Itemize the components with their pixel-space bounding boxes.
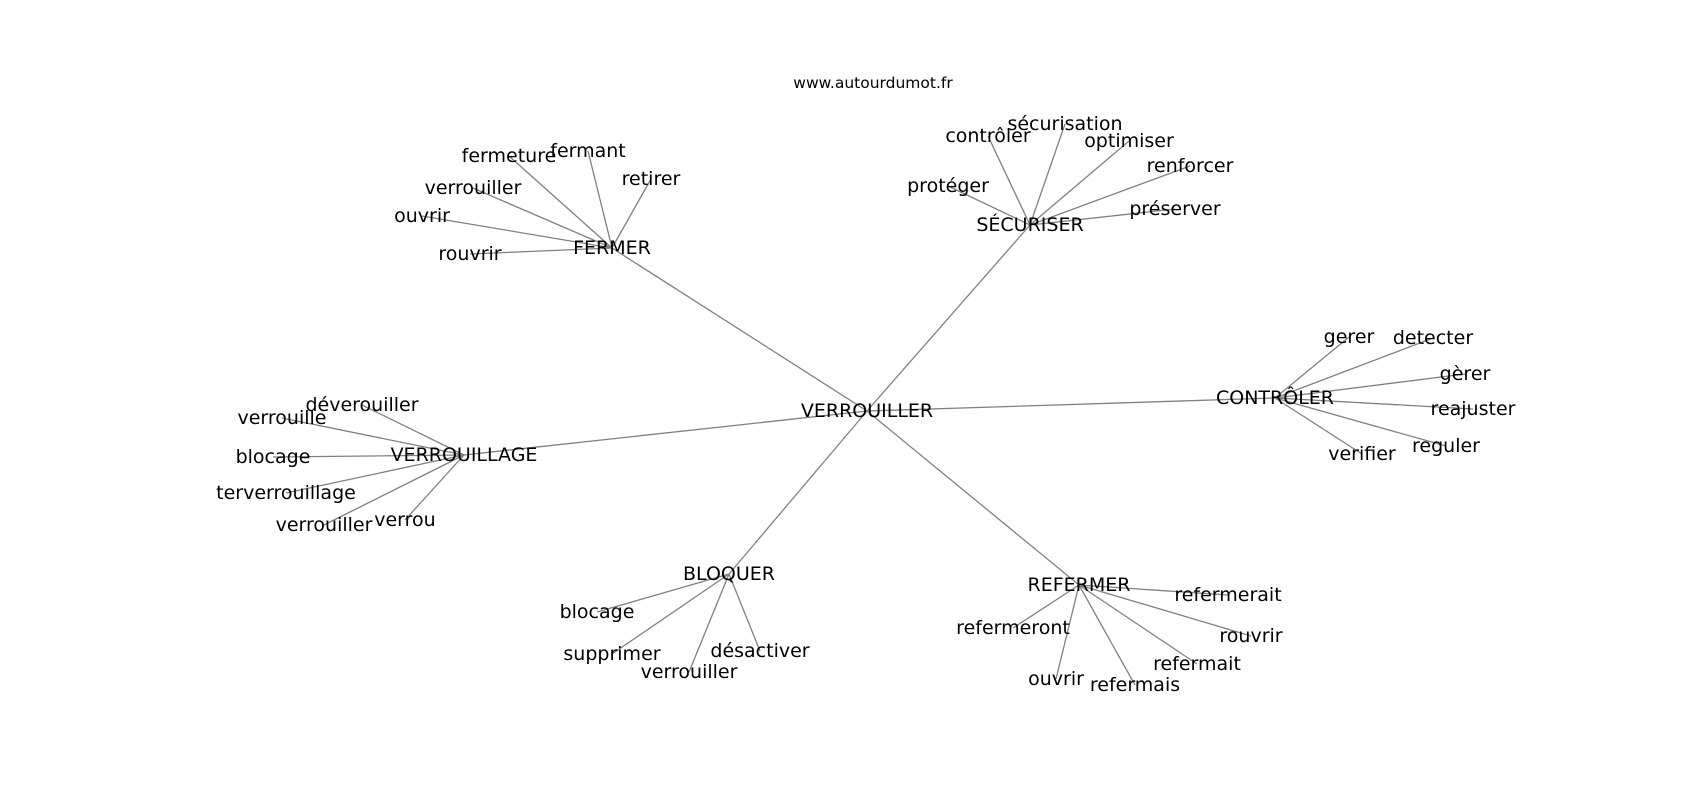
- leaf-node-controler: detecter: [1393, 327, 1473, 349]
- leaf-node-refermer: refermerait: [1174, 584, 1281, 606]
- edge-bloquer-leaf: [728, 573, 761, 652]
- edge-refermer-leaf: [1078, 584, 1252, 637]
- edge-center-controler: [866, 397, 1276, 412]
- edge-fermer-leaf: [472, 187, 613, 249]
- leaf-node-securiser: sécurisation: [1007, 113, 1122, 135]
- leaf-node-verrouillage: déverouiller: [305, 394, 418, 416]
- leaf-node-refermer: refermait: [1153, 653, 1241, 675]
- leaf-node-fermer: rouvrir: [438, 243, 501, 265]
- leaf-node-refermer: rouvrir: [1219, 625, 1282, 647]
- edge-refermer-leaf: [1078, 584, 1198, 665]
- edge-controler-leaf: [1274, 397, 1363, 455]
- edge-securiser-leaf: [947, 185, 1031, 226]
- edge-center-bloquer: [728, 410, 868, 575]
- group-node-verrouillage: VERROUILLAGE: [391, 444, 538, 466]
- edge-securiser-leaf: [1029, 208, 1176, 226]
- leaf-node-securiser: optimiser: [1084, 130, 1174, 152]
- edge-refermer-leaf: [1012, 584, 1080, 629]
- leaf-node-securiser: renforcer: [1147, 155, 1234, 177]
- group-node-bloquer: BLOQUER: [683, 563, 775, 585]
- leaf-node-refermer: refermais: [1090, 674, 1180, 696]
- leaf-node-fermer: fermant: [550, 140, 626, 162]
- edge-refermer-leaf: [1078, 584, 1136, 686]
- edge-verrouillage-leaf: [285, 454, 465, 494]
- edge-securiser-leaf: [987, 135, 1031, 226]
- edge-fermer-leaf: [611, 178, 652, 249]
- group-node-refermer: REFERMER: [1028, 574, 1131, 596]
- leaf-node-bloquer: verrouiller: [641, 661, 738, 683]
- edge-fermer-leaf: [508, 155, 613, 249]
- leaf-node-securiser: protéger: [907, 175, 989, 197]
- edge-center-fermer: [611, 247, 868, 412]
- site-url: www.autourdumot.fr: [793, 74, 953, 92]
- leaf-node-fermer: verrouiller: [425, 177, 522, 199]
- edge-center-verrouillage: [463, 410, 868, 456]
- leaf-node-refermer: refermeront: [956, 617, 1070, 639]
- group-node-fermer: FERMER: [573, 237, 651, 259]
- edge-verrouillage-leaf: [323, 454, 465, 526]
- leaf-node-verrouillage: verrouiller: [276, 514, 373, 536]
- leaf-node-fermer: ouvrir: [394, 205, 450, 227]
- edge-controler-leaf: [1274, 397, 1474, 410]
- edge-center-refermer: [866, 410, 1080, 586]
- leaf-node-controler: gèrer: [1440, 363, 1491, 385]
- leaf-node-verrouillage: verrou: [374, 509, 435, 531]
- edge-refermer-leaf: [1078, 584, 1229, 596]
- edge-fermer-leaf: [469, 247, 613, 255]
- edge-refermer-leaf: [1055, 584, 1080, 680]
- center-node: VERROUILLER: [801, 400, 933, 422]
- edges-layer: [272, 123, 1474, 686]
- edge-controler-leaf: [1274, 337, 1434, 399]
- leaf-node-fermer: fermeture: [462, 145, 557, 167]
- group-node-securiser: SÉCURISER: [976, 213, 1083, 236]
- leaf-node-securiser: contrôler: [945, 125, 1031, 147]
- leaf-node-controler: reguler: [1412, 435, 1480, 457]
- edge-securiser-leaf: [1029, 123, 1066, 226]
- leaf-node-securiser: préserver: [1129, 198, 1220, 220]
- leaf-node-bloquer: supprimer: [563, 643, 660, 665]
- leaf-node-verrouillage: verrouille: [238, 407, 327, 429]
- edge-verrouillage-leaf: [272, 454, 465, 458]
- leaf-node-bloquer: désactiver: [710, 640, 809, 662]
- edge-center-securiser: [866, 224, 1031, 412]
- edge-bloquer-leaf: [688, 573, 730, 673]
- leaf-node-controler: verifier: [1328, 443, 1396, 465]
- group-node-controler: CONTRÔLER: [1216, 385, 1334, 409]
- edge-controler-leaf: [1274, 373, 1466, 399]
- leaf-node-verrouillage: blocage: [236, 446, 311, 468]
- leaf-node-refermer: ouvrir: [1028, 668, 1084, 690]
- leaf-node-controler: reajuster: [1431, 398, 1516, 420]
- leaf-node-controler: gerer: [1324, 326, 1375, 348]
- edge-securiser-leaf: [1029, 165, 1191, 226]
- edge-controler-leaf: [1274, 397, 1447, 447]
- edge-verrouillage-leaf: [281, 417, 465, 456]
- edge-verrouillage-leaf: [404, 454, 465, 521]
- leaf-node-fermer: retirer: [622, 168, 681, 190]
- edge-verrouillage-leaf: [361, 404, 465, 456]
- edge-fermer-leaf: [421, 215, 613, 249]
- leaf-node-bloquer: blocage: [560, 601, 635, 623]
- edge-bloquer-leaf: [596, 573, 730, 613]
- leaf-node-verrouillage: terverrouillage: [216, 482, 356, 504]
- edge-securiser-leaf: [1029, 140, 1130, 226]
- edge-controler-leaf: [1274, 336, 1350, 399]
- edge-bloquer-leaf: [611, 573, 730, 655]
- edge-fermer-leaf: [587, 150, 613, 249]
